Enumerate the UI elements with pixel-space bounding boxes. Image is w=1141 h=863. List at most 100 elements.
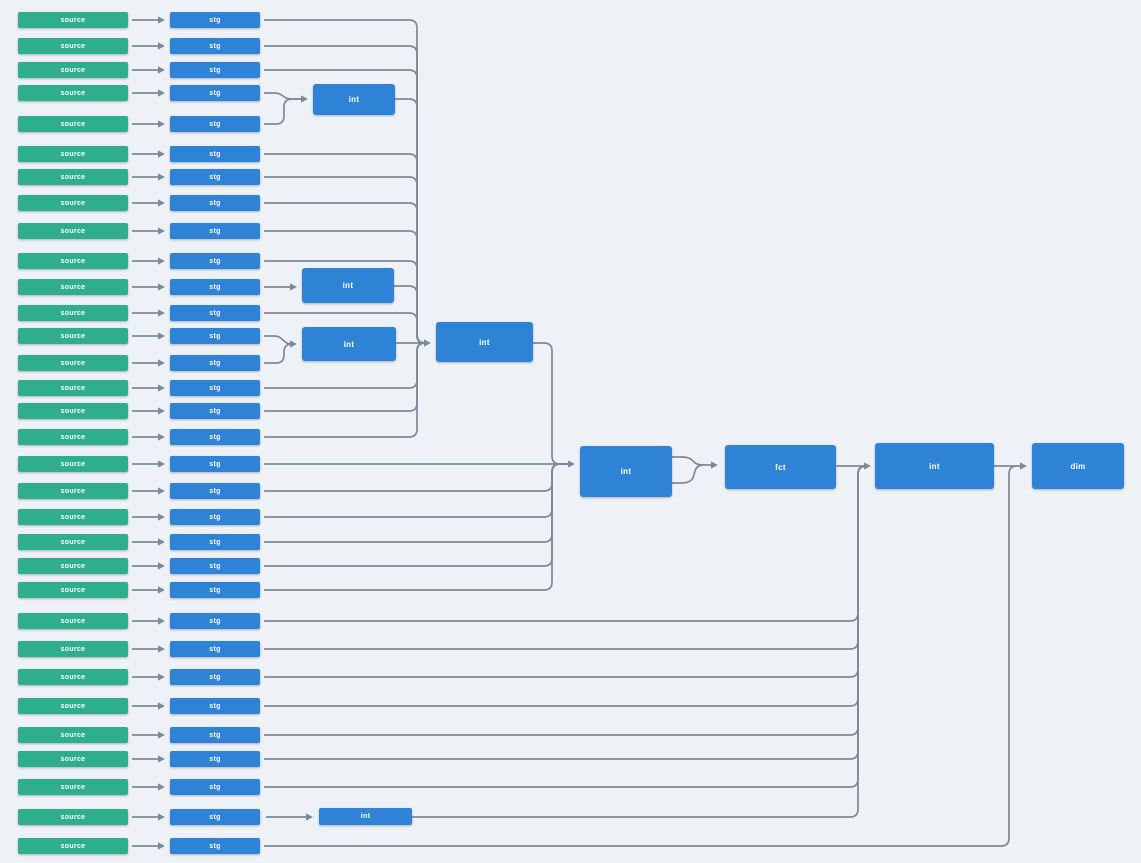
source-node[interactable]: source: [18, 279, 128, 295]
int3-node[interactable]: int: [302, 327, 396, 361]
source-node[interactable]: source: [18, 328, 128, 344]
source-node[interactable]: source: [18, 380, 128, 396]
edge-arrowhead: [568, 460, 575, 468]
int1-node[interactable]: int: [313, 84, 395, 115]
stg-node[interactable]: stg: [170, 305, 260, 321]
source-node[interactable]: source: [18, 62, 128, 78]
int6-node[interactable]: int: [875, 443, 994, 489]
stg-node-label: stg: [209, 487, 221, 495]
source-node-label: source: [60, 66, 86, 74]
edge-arrowhead: [158, 199, 165, 207]
source-node[interactable]: source: [18, 582, 128, 598]
source-node[interactable]: source: [18, 169, 128, 185]
stg-node[interactable]: stg: [170, 727, 260, 743]
stg-node[interactable]: stg: [170, 483, 260, 499]
stg-node[interactable]: stg: [170, 169, 260, 185]
stg-node[interactable]: stg: [170, 253, 260, 269]
stg-node-label: stg: [209, 89, 221, 97]
stg-node[interactable]: stg: [170, 12, 260, 28]
stg-node[interactable]: stg: [170, 779, 260, 795]
int7-node-label: int: [360, 813, 371, 820]
stg-node-label: stg: [209, 359, 221, 367]
source-node[interactable]: source: [18, 355, 128, 371]
stg-node[interactable]: stg: [170, 62, 260, 78]
source-node[interactable]: source: [18, 613, 128, 629]
stg-node[interactable]: stg: [170, 751, 260, 767]
source-node-label: source: [60, 617, 86, 625]
stg-node[interactable]: stg: [170, 838, 260, 854]
stg-node-label: stg: [209, 283, 221, 291]
stg-node-label: stg: [209, 702, 221, 710]
source-node[interactable]: source: [18, 669, 128, 685]
edge: [264, 176, 426, 344]
edge-arrowhead: [290, 283, 297, 291]
edge-arrowhead: [290, 340, 297, 348]
stg-node[interactable]: stg: [170, 429, 260, 445]
int5-node[interactable]: int: [580, 446, 672, 497]
stg-node-label: stg: [209, 42, 221, 50]
fct-node[interactable]: fct: [725, 445, 836, 489]
source-node[interactable]: source: [18, 305, 128, 321]
source-node[interactable]: source: [18, 403, 128, 419]
source-node[interactable]: source: [18, 727, 128, 743]
stg-node[interactable]: stg: [170, 669, 260, 685]
int2-node[interactable]: int: [302, 268, 394, 303]
stg-node[interactable]: stg: [170, 558, 260, 574]
edge: [264, 465, 867, 736]
dim-node[interactable]: dim: [1032, 443, 1124, 489]
source-node[interactable]: source: [18, 253, 128, 269]
stg-node[interactable]: stg: [170, 641, 260, 657]
stg-node[interactable]: stg: [170, 582, 260, 598]
source-node[interactable]: source: [18, 779, 128, 795]
source-node[interactable]: source: [18, 838, 128, 854]
source-node-label: source: [60, 702, 86, 710]
source-node[interactable]: source: [18, 809, 128, 825]
stg-node[interactable]: stg: [170, 456, 260, 472]
source-node[interactable]: source: [18, 534, 128, 550]
source-node-label: source: [60, 332, 86, 340]
source-node[interactable]: source: [18, 456, 128, 472]
source-node[interactable]: source: [18, 195, 128, 211]
source-node[interactable]: source: [18, 641, 128, 657]
stg-node-label: stg: [209, 66, 221, 74]
stg-node[interactable]: stg: [170, 38, 260, 54]
edge: [264, 463, 568, 543]
int7-node[interactable]: int: [319, 808, 412, 825]
source-node[interactable]: source: [18, 698, 128, 714]
source-node-label: source: [60, 673, 86, 681]
stg-node-label: stg: [209, 586, 221, 594]
source-node[interactable]: source: [18, 146, 128, 162]
stg-node[interactable]: stg: [170, 223, 260, 239]
source-node[interactable]: source: [18, 85, 128, 101]
source-node[interactable]: source: [18, 223, 128, 239]
stg-node[interactable]: stg: [170, 698, 260, 714]
source-node-label: source: [60, 16, 86, 24]
stg-node[interactable]: stg: [170, 613, 260, 629]
source-node[interactable]: source: [18, 429, 128, 445]
int4-node[interactable]: int: [436, 322, 533, 362]
int6-node-label: int: [929, 461, 940, 471]
source-node[interactable]: source: [18, 509, 128, 525]
stg-node[interactable]: stg: [170, 146, 260, 162]
source-node-label: source: [60, 460, 86, 468]
stg-node[interactable]: stg: [170, 534, 260, 550]
stg-node[interactable]: stg: [170, 85, 260, 101]
source-node[interactable]: source: [18, 38, 128, 54]
source-node[interactable]: source: [18, 751, 128, 767]
edge-arrowhead: [864, 462, 871, 470]
source-node[interactable]: source: [18, 116, 128, 132]
stg-node[interactable]: stg: [170, 509, 260, 525]
source-node[interactable]: source: [18, 558, 128, 574]
stg-node[interactable]: stg: [170, 116, 260, 132]
stg-node[interactable]: stg: [170, 403, 260, 419]
stg-node[interactable]: stg: [170, 279, 260, 295]
stg-node[interactable]: stg: [170, 355, 260, 371]
source-node[interactable]: source: [18, 12, 128, 28]
stg-node-label: stg: [209, 617, 221, 625]
stg-node[interactable]: stg: [170, 328, 260, 344]
source-node[interactable]: source: [18, 483, 128, 499]
stg-node[interactable]: stg: [170, 195, 260, 211]
stg-node[interactable]: stg: [170, 380, 260, 396]
stg-node[interactable]: stg: [170, 809, 260, 825]
